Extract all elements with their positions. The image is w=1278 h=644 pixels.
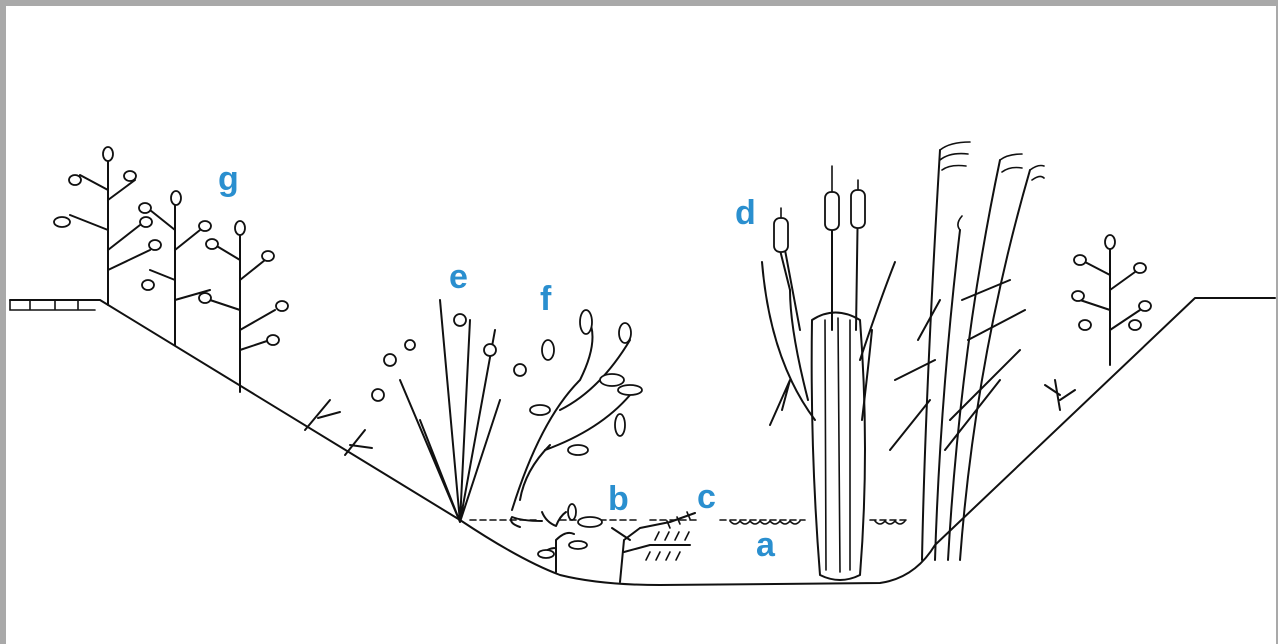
label-e: e — [449, 260, 468, 294]
label-f: f — [540, 282, 551, 316]
rush-e — [372, 300, 526, 522]
label-g: g — [218, 162, 239, 196]
floating-plants-a — [730, 521, 905, 524]
label-d: d — [735, 196, 756, 230]
ground-profile — [10, 298, 1275, 585]
submerged-plants-b-c — [511, 504, 695, 582]
shrub-right — [1045, 235, 1151, 410]
label-c: c — [697, 480, 716, 514]
label-b: b — [608, 482, 629, 516]
reed-grass — [890, 142, 1044, 560]
cattails-d — [762, 166, 895, 580]
label-a: a — [756, 528, 775, 562]
